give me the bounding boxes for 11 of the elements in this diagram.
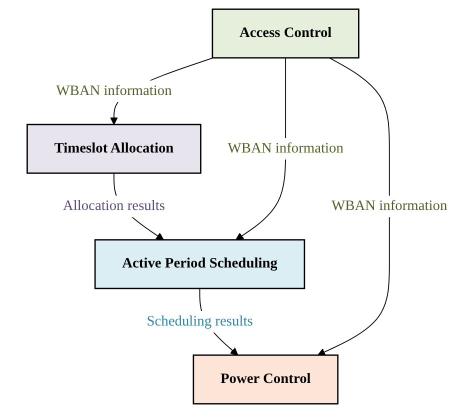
- edge-label: WBAN information: [228, 140, 344, 156]
- edge-label: Allocation results: [62, 198, 165, 214]
- node-box: Power Control: [192, 354, 338, 404]
- node-box: Active Period Scheduling: [94, 239, 305, 290]
- node-box: Timeslot Allocation: [26, 124, 202, 174]
- edge-label: Scheduling results: [146, 314, 253, 330]
- arrow: [317, 57, 390, 356]
- edge-label: WBAN information: [56, 83, 172, 98]
- edge-label: WBAN information: [331, 198, 447, 214]
- arrow: [235, 57, 286, 240]
- node-box: Access Control: [212, 8, 360, 59]
